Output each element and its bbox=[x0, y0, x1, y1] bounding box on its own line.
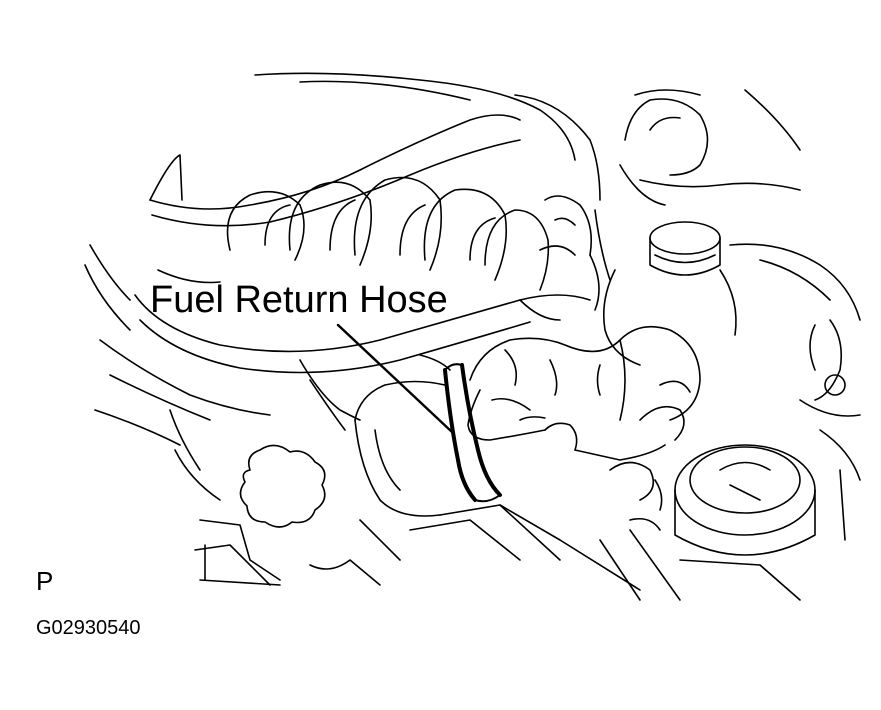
lower-right-housing bbox=[600, 430, 860, 600]
upper-right-components bbox=[595, 90, 860, 365]
figure-code-label: G02930540 bbox=[36, 617, 141, 639]
reservoir-cap bbox=[650, 222, 720, 254]
fuel-return-hose bbox=[445, 364, 500, 501]
view-code-label: P bbox=[36, 566, 54, 596]
intake-manifold bbox=[85, 73, 600, 372]
upper-hoses bbox=[520, 196, 599, 320]
hand bbox=[468, 327, 700, 460]
callout-leader-line bbox=[338, 325, 452, 432]
left-components bbox=[95, 340, 520, 585]
surrounding-hoses bbox=[300, 355, 640, 590]
right-canister bbox=[800, 320, 860, 416]
fuel-return-hose-label: Fuel Return Hose bbox=[150, 279, 448, 321]
oil-filler-cap bbox=[240, 445, 324, 527]
